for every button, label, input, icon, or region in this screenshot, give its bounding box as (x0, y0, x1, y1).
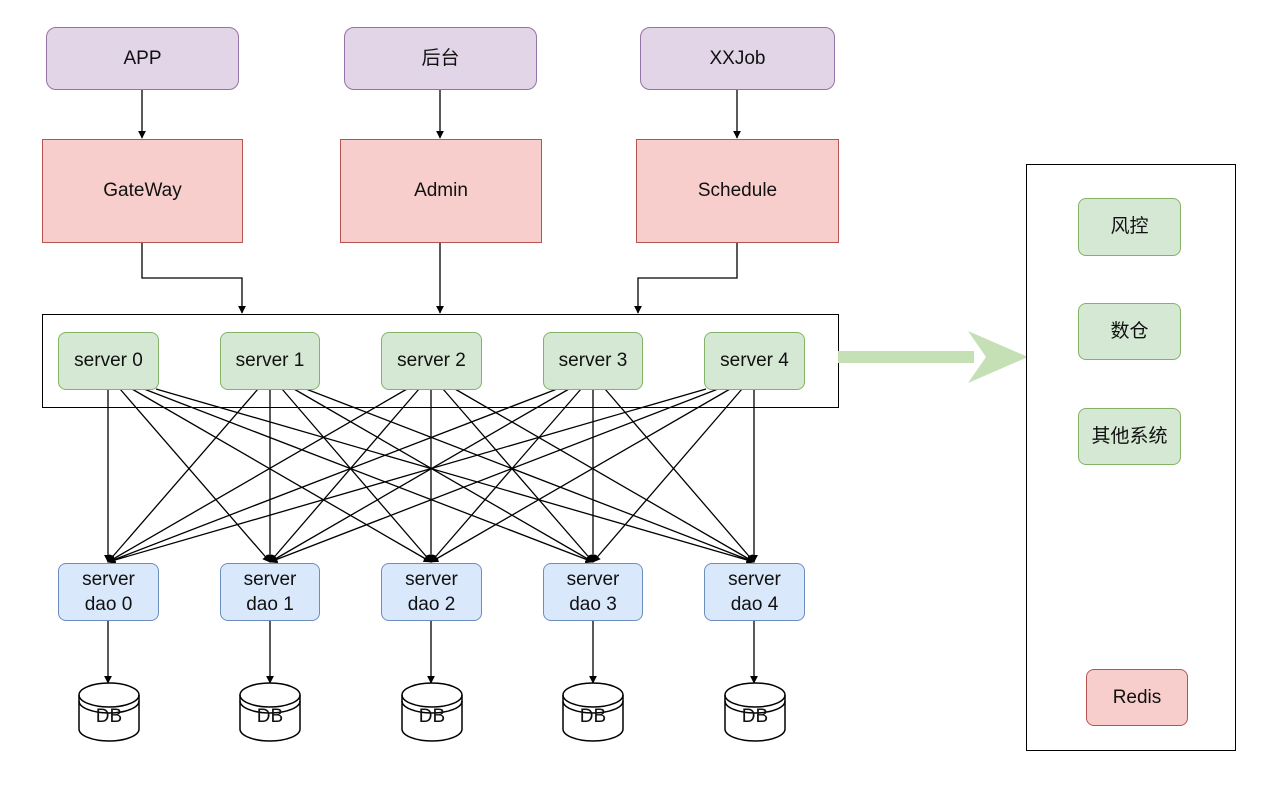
edge-server-dao (269, 388, 420, 563)
server-label: server 4 (720, 350, 789, 371)
dao-label-line1: server (566, 569, 620, 590)
database-icon (724, 682, 786, 742)
entry-admin: Admin (340, 139, 542, 243)
edge-server-dao (269, 388, 570, 563)
server-node: server 1 (220, 332, 320, 390)
database-label: DB (741, 706, 769, 727)
database-label: DB (418, 706, 446, 727)
external-risk: 风控 (1078, 198, 1181, 256)
entry-schedule-label: Schedule (697, 180, 778, 201)
server-node: server 2 (381, 332, 482, 390)
edge-server-dao (604, 388, 755, 563)
database-label: DB (579, 706, 607, 727)
external-systems-frame (1026, 164, 1236, 751)
external-others-label: 其他系统 (1091, 425, 1168, 447)
database-icon (562, 682, 624, 742)
edge-server-dao (155, 388, 755, 564)
dao-node: server dao 2 (381, 563, 482, 621)
database-icon (401, 682, 463, 742)
cache-redis-label: Redis (1112, 686, 1162, 708)
external-warehouse-label: 数仓 (1110, 320, 1149, 342)
database-label: DB (95, 706, 123, 727)
dao-label-line2: dao 3 (569, 594, 617, 615)
edge-schedule-cluster (634, 243, 738, 314)
dao-label-line2: dao 2 (407, 594, 456, 615)
edge-server-dao (281, 388, 432, 563)
edge-server-dao (454, 388, 755, 563)
server-node: server 3 (543, 332, 643, 390)
dao-label-line2: dao 0 (84, 594, 133, 615)
client-backend-label: 后台 (421, 47, 460, 69)
edge-server-dao (305, 388, 755, 564)
server-node: server 4 (704, 332, 805, 390)
dao-label-line1: server (405, 569, 458, 590)
edge-server-dao (442, 388, 594, 563)
dao-label-line1: server (728, 569, 781, 590)
database-cylinder: DB (723, 681, 787, 743)
database-icon (239, 682, 301, 742)
client-backend: 后台 (344, 27, 537, 90)
database-cylinder: DB (238, 681, 302, 743)
edge-server-dao (119, 388, 271, 563)
edge-server-dao (430, 388, 582, 563)
server-label: server 2 (397, 350, 466, 371)
database-cylinder: DB (561, 681, 625, 743)
entry-gateway: GateWay (42, 139, 243, 243)
client-app-label: APP (123, 47, 162, 69)
server-node: server 0 (58, 332, 159, 390)
dao-label-line1: server (243, 569, 297, 590)
database-cylinder: DB (77, 681, 141, 743)
client-app: APP (46, 27, 239, 90)
database-label: DB (256, 706, 284, 727)
external-risk-label: 风控 (1110, 216, 1149, 237)
dao-node: server dao 1 (220, 563, 320, 621)
edge-server-dao (293, 388, 594, 563)
server-label: server 1 (235, 350, 305, 371)
edge-server-dao (269, 388, 719, 564)
external-flow-arrow (838, 331, 1028, 383)
entry-schedule: Schedule (636, 139, 839, 243)
dao-label-line1: server (82, 569, 135, 590)
dao-node: server dao 0 (58, 563, 159, 621)
external-warehouse: 数仓 (1078, 303, 1181, 360)
edge-server-dao (131, 388, 432, 563)
edge-server-dao (107, 388, 408, 563)
edge-server-dao (107, 388, 707, 564)
server-label: server 0 (74, 350, 143, 371)
server-label: server 3 (558, 350, 628, 371)
cache-redis: Redis (1086, 669, 1188, 726)
edge-server-dao (592, 388, 743, 563)
client-xxjob-label: XXJob (709, 47, 766, 69)
entry-admin-label: Admin (414, 180, 468, 201)
dao-label-line2: dao 1 (246, 594, 294, 615)
client-xxjob: XXJob (640, 27, 835, 90)
database-icon (78, 682, 140, 742)
dao-node: server dao 4 (704, 563, 805, 621)
database-cylinder: DB (400, 681, 464, 743)
edge-server-dao (430, 388, 731, 563)
edge-server-dao (107, 388, 259, 563)
dao-label-line2: dao 4 (730, 594, 779, 615)
edge-server-dao (143, 388, 594, 564)
edge-server-dao (107, 388, 558, 564)
external-others: 其他系统 (1078, 408, 1181, 465)
entry-gateway-label: GateWay (103, 180, 182, 201)
dao-node: server dao 3 (543, 563, 643, 621)
edge-gateway-cluster (141, 243, 246, 314)
